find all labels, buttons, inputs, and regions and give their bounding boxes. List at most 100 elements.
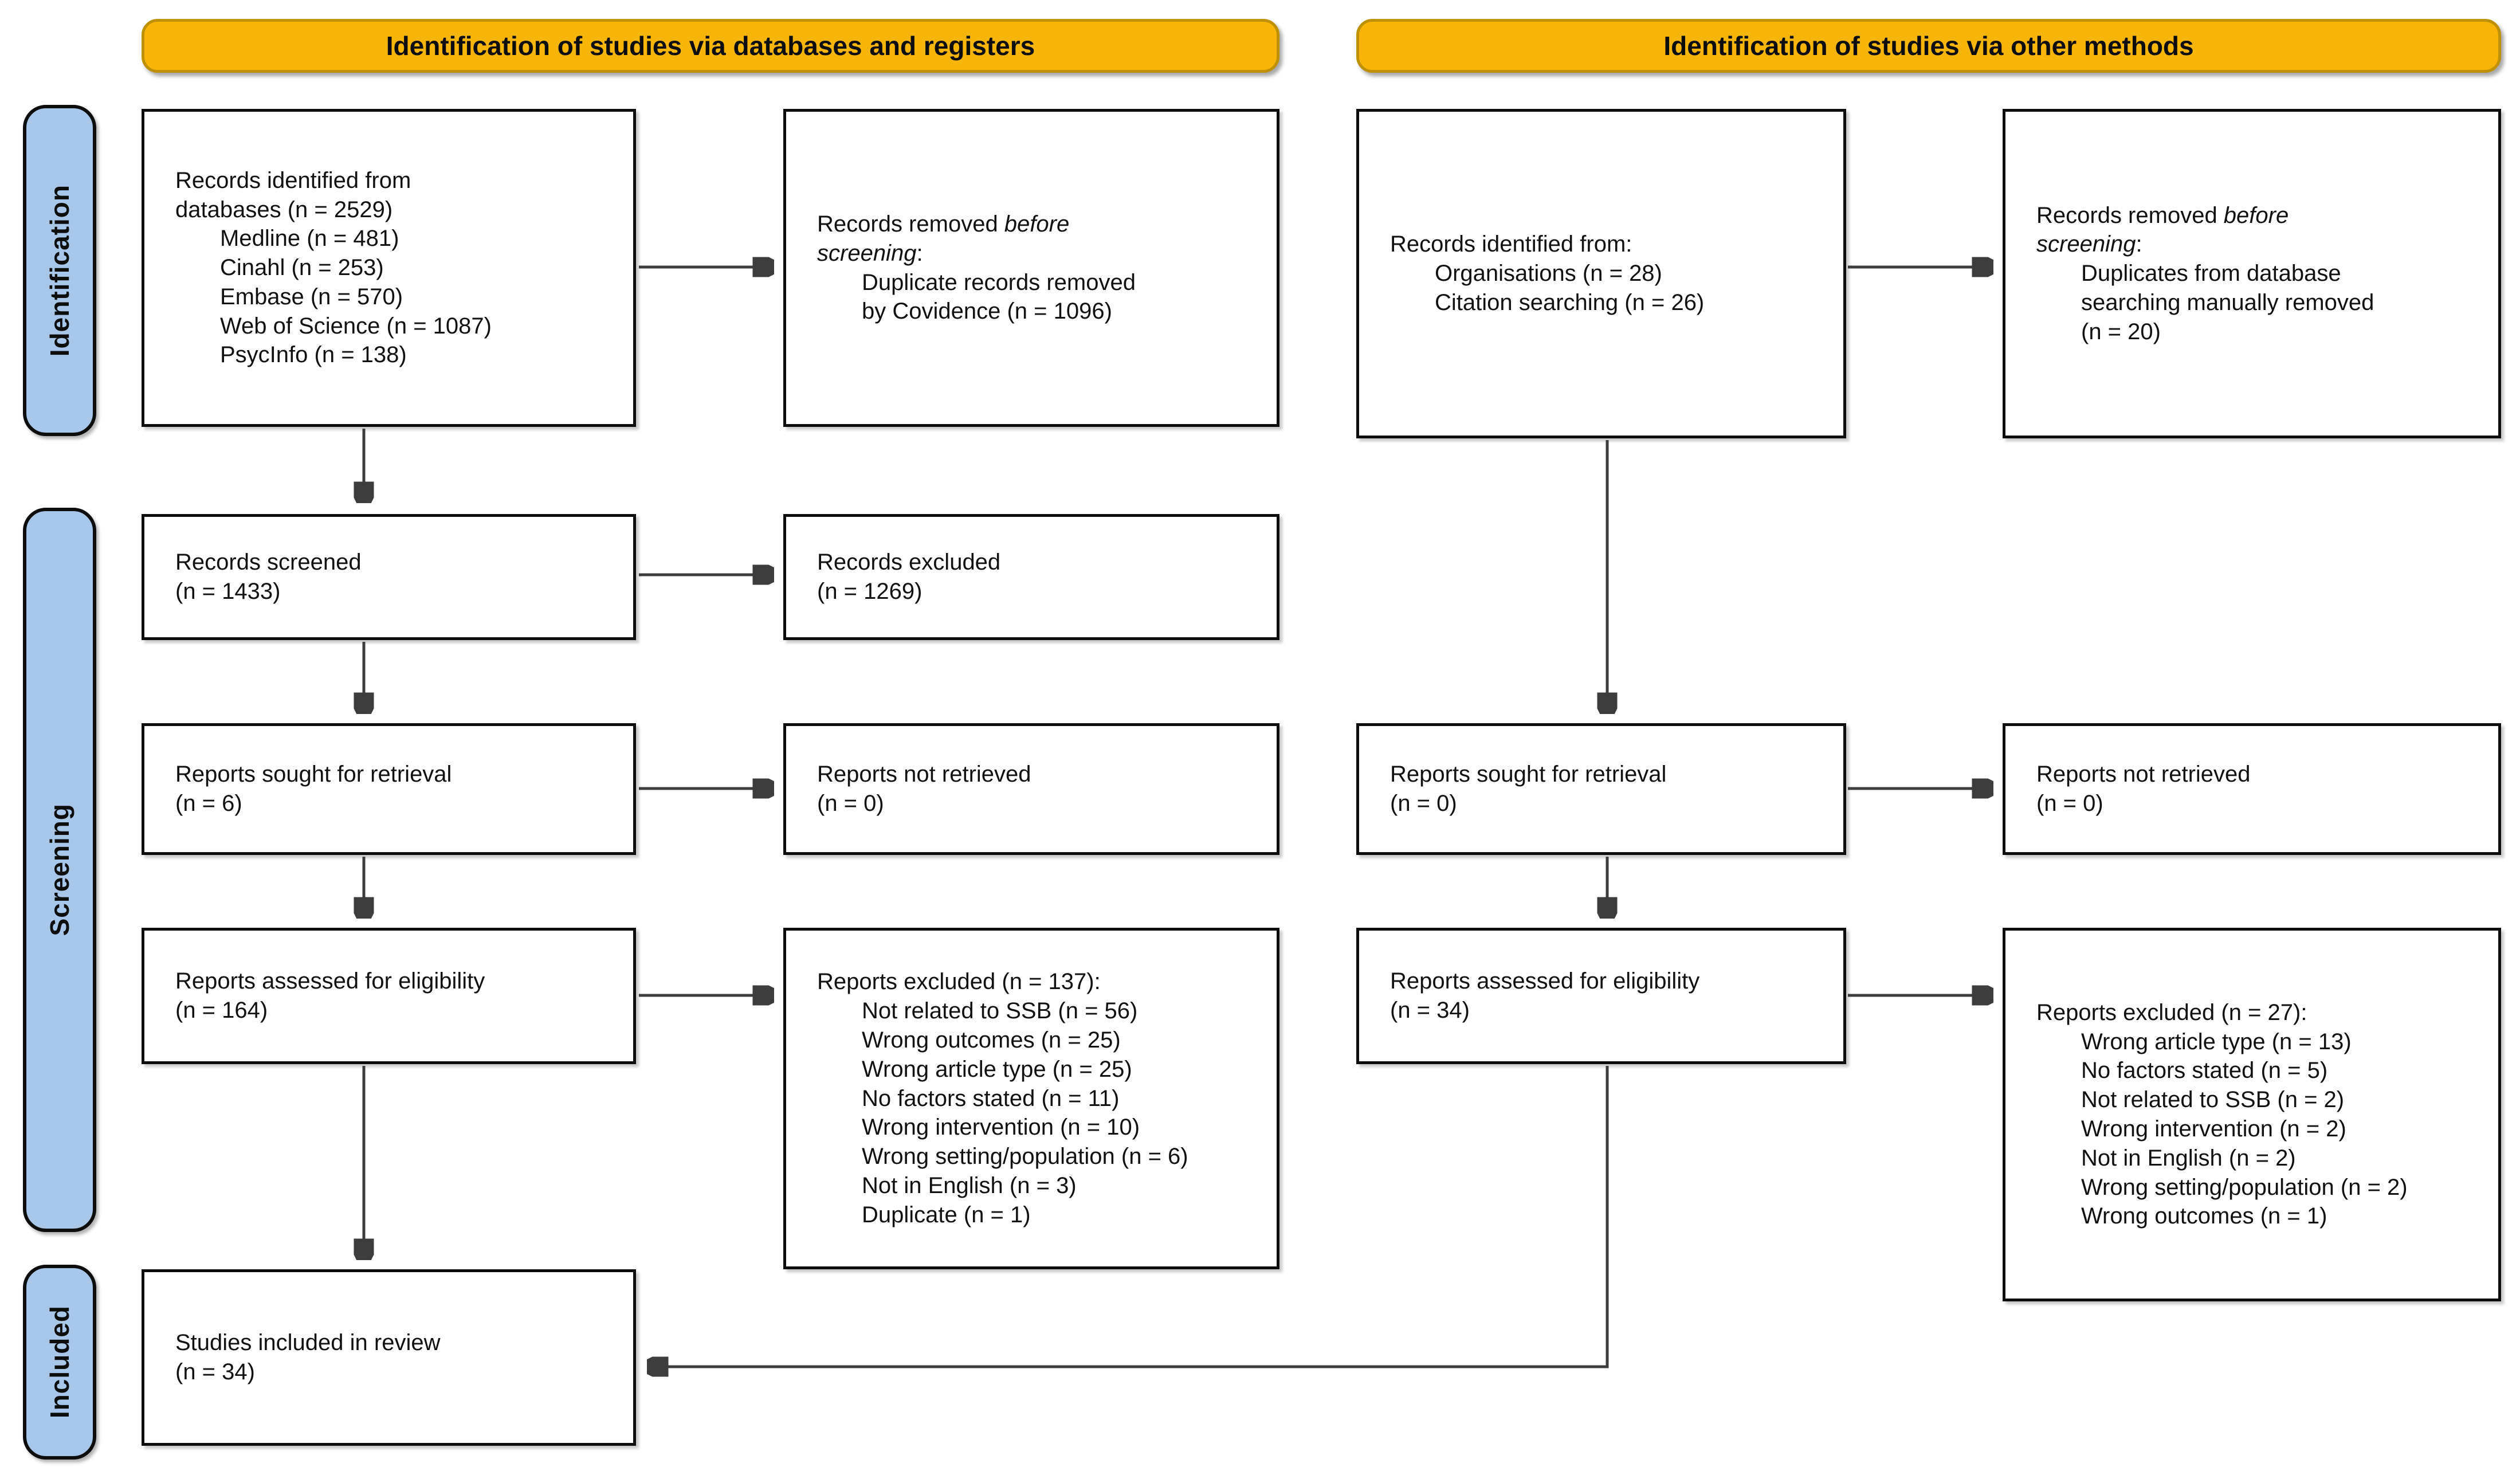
- box-line: (n = 1433): [175, 577, 618, 606]
- text-segment: PsycInfo (n = 138): [220, 342, 407, 368]
- text-segment: Medline (n = 481): [220, 226, 399, 252]
- text-segment: (n = 34): [1390, 998, 1470, 1023]
- box-line: screening:: [2036, 230, 2483, 259]
- text-segment: (n = 164): [175, 998, 268, 1023]
- box-reports-excluded-reasons: Reports excluded (n = 137): Not related t…: [783, 928, 1279, 1269]
- box-line: Medline (n = 481): [175, 224, 618, 253]
- text-segment: Reports excluded (n = 137):: [817, 969, 1101, 995]
- text-segment: (n = 0): [2036, 791, 2103, 816]
- text-segment: databases (n = 2529): [175, 197, 393, 222]
- text-segment: (n = 0): [1390, 791, 1457, 816]
- text-segment: No factors stated (n = 11): [862, 1085, 1120, 1111]
- text-segment: Reports sought for retrieval: [1390, 762, 1667, 787]
- box-line: No factors stated (n = 11): [817, 1084, 1262, 1113]
- text-segment: No factors stated (n = 5): [2081, 1058, 2328, 1084]
- text-segment: searching manually removed: [2081, 289, 2374, 315]
- box-line: Wrong intervention (n = 10): [817, 1113, 1262, 1142]
- text-segment: Not related to SSB (n = 56): [862, 998, 1138, 1024]
- box-line: Wrong outcomes (n = 25): [817, 1026, 1262, 1055]
- box-reports-not-retrieved: Reports not retrieved(n = 0): [783, 723, 1279, 855]
- box-reports-assessed-eligibility: Reports assessed for eligibility (n = 164…: [142, 928, 636, 1064]
- box-line: PsycInfo (n = 138): [175, 340, 618, 370]
- text-segment: Reports excluded (n = 27):: [2036, 999, 2307, 1025]
- box-line: Reports sought for retrieval: [1390, 760, 1828, 789]
- text-segment: Records identified from:: [1390, 232, 1632, 257]
- box-line: Duplicate (n = 1): [817, 1201, 1262, 1230]
- text-segment: Wrong outcomes (n = 1): [2081, 1203, 2327, 1229]
- text-segment: Wrong article type (n = 13): [2081, 1029, 2352, 1054]
- box-records-identified-other: Records identified from:Organisations (n…: [1356, 109, 1846, 438]
- box-line: (n = 0): [1390, 789, 1828, 818]
- box-line: Records screened: [175, 548, 618, 577]
- text-segment: (n = 6): [175, 791, 242, 816]
- stage-screening-label: Screening: [45, 803, 74, 936]
- box-line: Wrong setting/population (n = 2): [2036, 1173, 2483, 1202]
- banner-databases-registers: Identification of studies via databases …: [142, 19, 1279, 73]
- box-line: Records excluded: [817, 548, 1262, 577]
- text-segment: Duplicate (n = 1): [862, 1202, 1031, 1227]
- text-segment: Embase (n = 570): [220, 284, 403, 309]
- text-segment: Records excluded: [817, 550, 1001, 575]
- box-line: Wrong intervention (n = 2): [2036, 1115, 2483, 1144]
- banner-other-methods: Identification of studies via other meth…: [1356, 19, 2501, 73]
- text-segment: Not related to SSB (n = 2): [2081, 1087, 2345, 1113]
- text-segment: Wrong intervention (n = 10): [862, 1115, 1140, 1140]
- box-line: Wrong outcomes (n = 1): [2036, 1202, 2483, 1231]
- box-line: Wrong article type (n = 25): [817, 1055, 1262, 1084]
- box-line: Not related to SSB (n = 56): [817, 997, 1262, 1026]
- text-segment: Records removed: [2036, 202, 2224, 228]
- box-records-screened: Records screened(n = 1433): [142, 514, 636, 640]
- box-line: Duplicates from database: [2036, 259, 2483, 288]
- box-line: Not in English (n = 2): [2036, 1144, 2483, 1173]
- text-segment: (n = 1269): [817, 579, 923, 604]
- box-line: (n = 0): [817, 789, 1262, 818]
- box-line: Embase (n = 570): [175, 283, 618, 312]
- text-segment: Not in English (n = 2): [2081, 1145, 2296, 1171]
- text-segment: Reports not retrieved: [2036, 762, 2251, 787]
- box-line: Cinahl (n = 253): [175, 253, 618, 283]
- text-segment: Wrong setting/population (n = 2): [2081, 1174, 2408, 1200]
- text-segment: Studies included in review: [175, 1330, 441, 1356]
- box-line: Reports excluded (n = 137):: [817, 967, 1262, 997]
- text-segment: Records removed: [817, 211, 1004, 237]
- box-line: Organisations (n = 28): [1390, 259, 1828, 288]
- box-line: No factors stated (n = 5): [2036, 1056, 2483, 1085]
- box-line: (n = 34): [175, 1358, 618, 1387]
- text-segment: before: [1004, 211, 1070, 237]
- box-line: Reports assessed for eligibility: [1390, 967, 1828, 996]
- box-other-reports-excluded-reasons: Reports excluded (n = 27): Wrong article …: [2003, 928, 2501, 1301]
- box-line: Records removed before: [817, 210, 1262, 239]
- stage-identification: Identification: [23, 105, 96, 436]
- text-segment: Wrong outcomes (n = 25): [862, 1027, 1121, 1053]
- text-segment: (n = 0): [817, 791, 884, 816]
- text-segment: Wrong intervention (n = 2): [2081, 1116, 2346, 1142]
- text-segment: (n = 34): [175, 1359, 255, 1384]
- text-segment: screening: [2036, 232, 2136, 257]
- text-segment: Wrong setting/population (n = 6): [862, 1144, 1188, 1170]
- box-line: Records identified from:: [1390, 230, 1828, 259]
- box-line: (n = 20): [2036, 317, 2483, 347]
- box-line: Not related to SSB (n = 2): [2036, 1085, 2483, 1115]
- text-segment: Citation searching (n = 26): [1435, 289, 1705, 315]
- stage-screening: Screening: [23, 508, 96, 1232]
- stage-identification-label: Identification: [45, 184, 74, 357]
- box-line: Reports sought for retrieval: [175, 760, 618, 789]
- box-line: Studies included in review: [175, 1328, 618, 1358]
- text-segment: screening: [817, 240, 917, 266]
- text-segment: Web of Science (n = 1087): [220, 313, 492, 339]
- box-line: Records identified from: [175, 166, 618, 195]
- box-other-reports-assessed-eligibility: Reports assessed for eligibility(n = 34): [1356, 928, 1846, 1064]
- text-segment: Reports assessed for eligibility: [175, 968, 485, 994]
- text-segment: by Covidence (n = 1096): [862, 299, 1112, 324]
- box-line: Reports assessed for eligibility: [175, 967, 618, 996]
- text-segment: (n = 1433): [175, 579, 281, 604]
- box-line: Duplicate records removed: [817, 268, 1262, 297]
- box-line: screening:: [817, 239, 1262, 268]
- box-studies-included-review: Studies included in review (n = 34): [142, 1269, 636, 1446]
- text-segment: Duplicates from database: [2081, 261, 2341, 287]
- box-line: by Covidence (n = 1096): [817, 297, 1262, 326]
- text-segment: Cinahl (n = 253): [220, 255, 384, 281]
